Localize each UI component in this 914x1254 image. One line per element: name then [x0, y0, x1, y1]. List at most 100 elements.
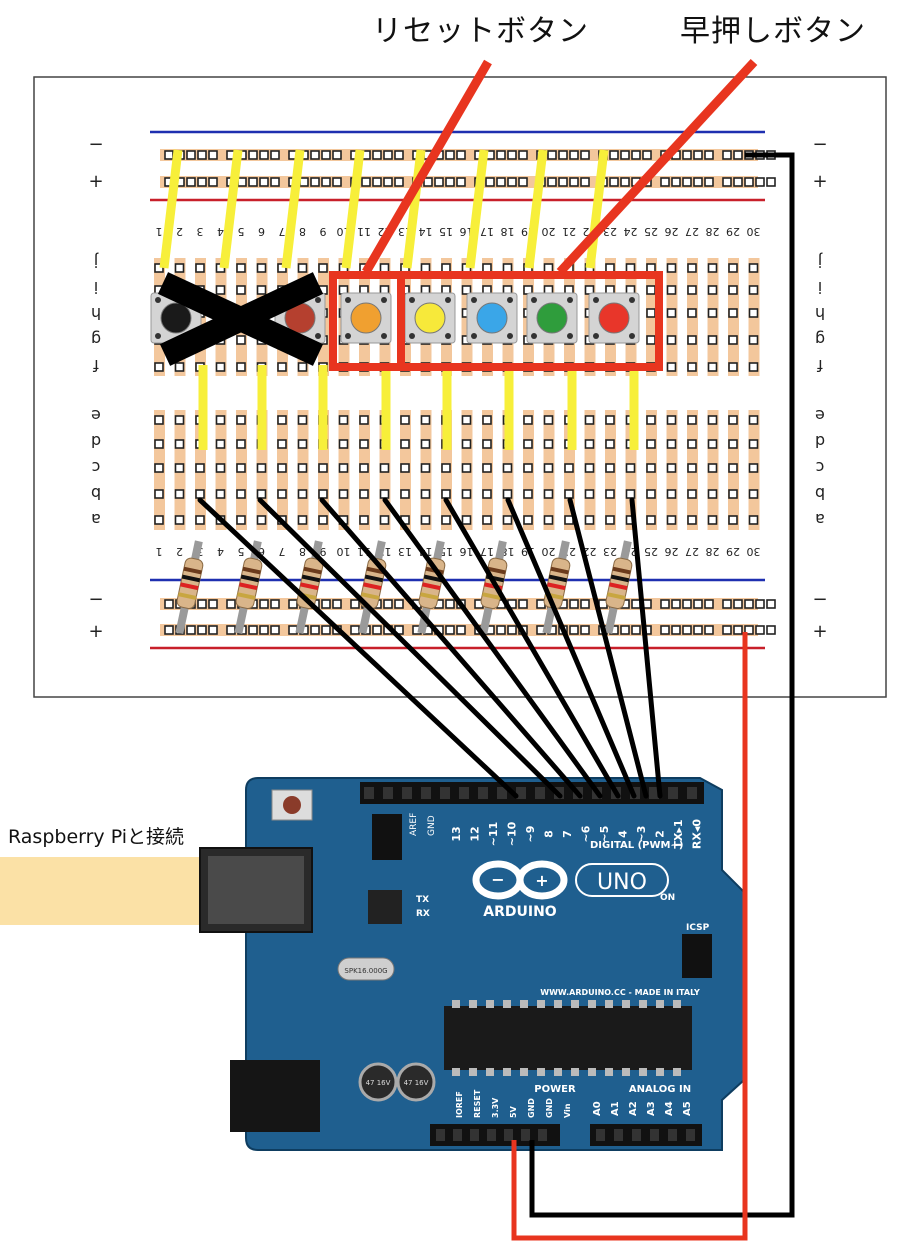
breadboard-hole: [379, 489, 390, 499]
resistor: [175, 540, 204, 635]
rail-top-plus-hole: [186, 177, 196, 187]
breadboard-hole: [215, 489, 226, 499]
rail-symbol: −: [88, 589, 103, 610]
power-wire-5v: [511, 632, 748, 1241]
breadboard-hole: [461, 463, 472, 473]
on-led-label: ON: [660, 893, 675, 903]
resistor-band: [301, 574, 321, 583]
rail-bottom-plus-hole: [704, 625, 714, 635]
electrolytic-capacitor: [396, 1062, 436, 1102]
breadboard-hole: [543, 263, 554, 273]
breadboard-hole: [379, 263, 390, 273]
resistor-band: [364, 574, 384, 583]
breadboard-hole: [605, 415, 615, 425]
button-pin: [381, 333, 387, 339]
breadboard-hole: [605, 515, 615, 525]
header-pin: [516, 787, 526, 799]
breadboard-hole: [256, 463, 267, 473]
breadboard-hole: [154, 489, 164, 499]
rail-top-minus-hole: [704, 150, 714, 160]
header-pin: [497, 787, 507, 799]
digital-pin-label: ~11: [487, 822, 500, 847]
rail-top-plus-hole: [744, 177, 754, 187]
chip-pin: [656, 1000, 664, 1008]
rail-top-plus-hole: [547, 177, 557, 187]
breadboard-hole: [728, 415, 738, 425]
breadboard-hole: [605, 439, 615, 449]
breadboard-hole: [728, 463, 738, 473]
chip-pin: [486, 1068, 494, 1076]
breadboard-hole: [174, 415, 185, 425]
rail-top-plus-hole: [507, 177, 517, 187]
rail-bottom-plus-hole: [248, 625, 258, 635]
breadboard-hole: [707, 285, 718, 295]
breadboard-hole: [728, 335, 738, 345]
breadboard-hole: [523, 439, 533, 449]
rail-top-minus-hole: [321, 150, 331, 160]
breadboard-hole: [748, 439, 759, 449]
chip-pin: [622, 1000, 630, 1008]
row-letter: h: [91, 304, 101, 323]
signal-wire-7: [567, 497, 649, 799]
rail-top-plus-hole: [485, 177, 495, 187]
icsp-header: [682, 934, 712, 978]
breadboard-hole: [195, 263, 205, 273]
column-number-bottom: 1: [156, 545, 163, 558]
power-pin-label: 3.3V: [491, 1097, 500, 1118]
breadboard-hole: [748, 308, 759, 318]
row-letter: f: [817, 356, 823, 375]
signal-wire-5: [443, 497, 621, 799]
breadboard-hole: [400, 415, 410, 425]
breadboard-hole: [236, 362, 246, 372]
header-pin: [459, 787, 469, 799]
breadboard-hole: [174, 515, 185, 525]
resistor-band: [607, 592, 626, 600]
rail-bottom-minus-hole: [197, 599, 207, 609]
header-pin: [686, 1129, 695, 1141]
breadboard-hole: [174, 362, 185, 372]
chip-pin: [452, 1068, 460, 1076]
breadboard-hole: [748, 463, 759, 473]
header-pin: [538, 1129, 547, 1141]
breadboard-hole: [666, 308, 677, 318]
rail-bottom-minus-hole: [744, 599, 754, 609]
rail-symbol: +: [88, 621, 103, 642]
breadboard-hole: [502, 463, 513, 473]
row-letter: e: [815, 406, 825, 425]
tactile-button-orange-cap: [350, 302, 382, 334]
breadboard-hole: [523, 415, 533, 425]
breadboard-hole: [707, 263, 718, 273]
breadboard-hole: [441, 489, 451, 499]
column-number-top: 1: [156, 225, 163, 238]
rail-bottom-minus-hole: [288, 599, 298, 609]
row-letter: h: [815, 304, 825, 323]
rail-bottom-minus-hole: [704, 599, 714, 609]
rail-top-minus-hole: [631, 150, 641, 160]
breadboard-hole: [584, 463, 595, 473]
header-pin: [383, 787, 393, 799]
chip-pin: [452, 1000, 460, 1008]
rail-top-plus-hole: [434, 177, 444, 187]
rail-top-minus-hole: [310, 150, 320, 160]
digital-pin-label: 13: [450, 826, 463, 841]
header-pin: [478, 787, 488, 799]
breadboard-hole: [666, 285, 677, 295]
column-number-top: 5: [238, 225, 245, 238]
breadboard-hole: [236, 489, 246, 499]
breadboard-hole: [502, 263, 513, 273]
gnd-label: GND: [427, 815, 437, 836]
rail-bottom-plus-hole: [186, 625, 196, 635]
arduino-brand-label: ARDUINO: [483, 904, 557, 920]
tactile-button-blue-cap: [476, 302, 508, 334]
rail-top-plus-hole: [237, 177, 247, 187]
analog-pin-label: A1: [610, 1101, 621, 1116]
rail-symbol: +: [88, 171, 103, 192]
resistor-band: [420, 592, 439, 600]
rail-top-plus-hole: [569, 177, 579, 187]
digital-pin-label: TX▸1: [672, 819, 685, 848]
breadboard-hole: [564, 489, 574, 499]
column-number-bottom: 6: [258, 545, 265, 558]
rail-bottom-plus-hole: [321, 625, 331, 635]
breadboard-hole: [461, 285, 472, 295]
